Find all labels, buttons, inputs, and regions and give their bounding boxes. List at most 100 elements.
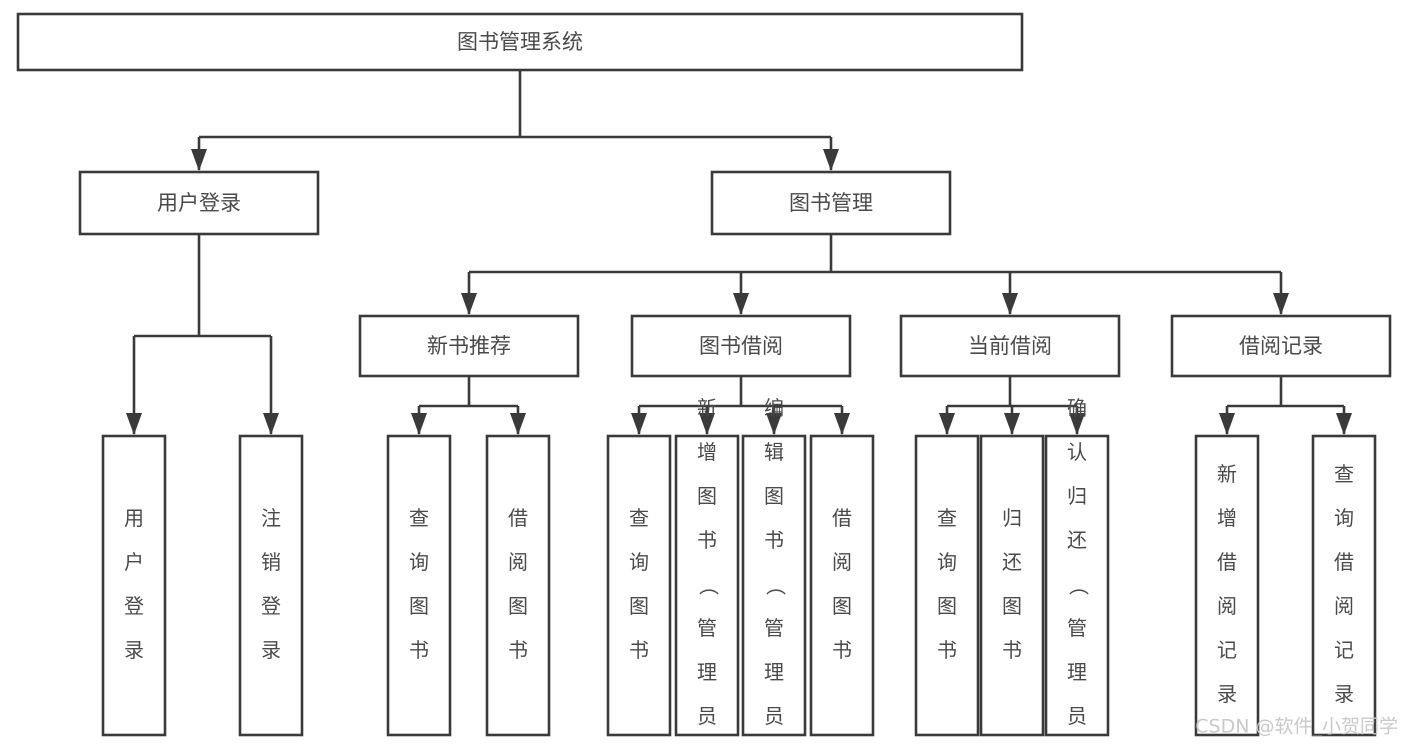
node-box-new-book-rec[interactable] — [358, 314, 580, 378]
node-label-char: 图 — [629, 594, 649, 618]
node-label-char: 查 — [409, 506, 429, 530]
node-label-char: 图 — [697, 484, 717, 508]
node-box-book-borrow[interactable] — [630, 314, 852, 378]
node-box-leaf-logout[interactable] — [238, 434, 304, 737]
node-label-char: 归 — [1002, 506, 1022, 530]
node-root[interactable]: 图书管理系统 — [16, 12, 1024, 72]
node-label-char: 确 — [1067, 396, 1087, 420]
connector-group — [1219, 376, 1352, 435]
node-label-char: 管 — [1067, 616, 1087, 640]
node-label-book-manage: 图书管理 — [789, 191, 873, 215]
node-label-char: 员 — [1067, 704, 1087, 728]
node-label-char: 书 — [629, 638, 649, 662]
node-label-borrow-record: 借阅记录 — [1239, 334, 1323, 358]
arrow-head-icon — [510, 413, 526, 435]
node-label-char: 新 — [697, 396, 717, 420]
node-new-book-rec[interactable]: 新书推荐 — [358, 314, 580, 378]
node-book-manage[interactable]: 图书管理 — [710, 170, 952, 236]
node-layer: 图书管理系统用户登录图书管理新书推荐图书借阅当前借阅借阅记录用户登录注销登录查询… — [16, 12, 1392, 747]
node-label-char: 询 — [937, 550, 957, 574]
node-label-root: 图书管理系统 — [457, 30, 583, 54]
node-leaf-user-login[interactable]: 用户登录 — [101, 434, 167, 737]
node-label-char: 员 — [697, 704, 717, 728]
node-box-leaf-query-record[interactable] — [1311, 434, 1377, 737]
node-label-char: 登 — [124, 594, 144, 618]
node-label-char: 查 — [937, 506, 957, 530]
node-box-leaf-return-book[interactable] — [979, 434, 1045, 737]
node-book-borrow[interactable]: 图书借阅 — [630, 314, 852, 378]
node-box-root[interactable] — [16, 12, 1024, 72]
node-label-char: （ — [764, 576, 788, 596]
node-label-char: 新 — [1217, 462, 1237, 486]
node-label-user-login: 用户登录 — [157, 191, 241, 215]
node-current-borrow[interactable]: 当前借阅 — [899, 314, 1121, 378]
node-box-borrow-record[interactable] — [1170, 314, 1392, 378]
node-box-leaf-edit-book[interactable] — [741, 434, 807, 737]
node-label-char: 询 — [409, 550, 429, 574]
node-label-char: 记 — [1217, 638, 1237, 662]
node-label-char: 录 — [1217, 682, 1237, 706]
node-label-char: 图 — [1002, 594, 1022, 618]
node-label-char: 书 — [1002, 638, 1022, 662]
arrow-head-icon — [823, 149, 839, 171]
node-label-char: 查 — [1334, 462, 1354, 486]
arrow-head-icon — [411, 413, 427, 435]
node-user-login[interactable]: 用户登录 — [78, 170, 320, 236]
node-label-current-borrow: 当前借阅 — [968, 334, 1052, 358]
node-box-leaf-query-book-3[interactable] — [914, 434, 980, 737]
node-label-char: 辑 — [764, 440, 784, 464]
arrow-head-icon — [1219, 413, 1235, 435]
node-box-leaf-add-book[interactable] — [674, 434, 740, 737]
node-box-leaf-query-book-2[interactable] — [606, 434, 672, 737]
node-borrow-record[interactable]: 借阅记录 — [1170, 314, 1392, 378]
node-label-char: 书 — [409, 638, 429, 662]
arrow-head-icon — [631, 413, 647, 435]
node-box-book-manage[interactable] — [710, 170, 952, 236]
node-label-char: 书 — [508, 638, 528, 662]
node-box-leaf-user-login[interactable] — [101, 434, 167, 737]
node-label-char: 图 — [832, 594, 852, 618]
node-label-char: 阅 — [1334, 594, 1354, 618]
node-label-char: 借 — [1217, 550, 1237, 574]
node-label-char: 理 — [1067, 660, 1087, 684]
node-label-char: 书 — [764, 528, 784, 552]
node-box-leaf-borrow-book-1[interactable] — [485, 434, 551, 737]
node-box-leaf-confirm-return[interactable] — [1044, 434, 1110, 737]
node-label-char: 增 — [1217, 506, 1237, 530]
node-box-user-login[interactable] — [78, 170, 320, 236]
node-label-char: 书 — [937, 638, 957, 662]
connector-group — [939, 376, 1085, 435]
node-box-current-borrow[interactable] — [899, 314, 1121, 378]
node-box-leaf-borrow-book-2[interactable] — [809, 434, 875, 737]
node-label-char: 图 — [409, 594, 429, 618]
node-label-char: 图 — [764, 484, 784, 508]
node-label-char: 销 — [261, 550, 281, 574]
node-label-char: 阅 — [508, 550, 528, 574]
node-label-char: 认 — [1067, 440, 1087, 464]
node-box-leaf-add-record[interactable] — [1194, 434, 1260, 737]
node-label-char: 记 — [1334, 638, 1354, 662]
arrow-head-icon — [1004, 413, 1020, 435]
arrow-head-icon — [1002, 293, 1018, 315]
node-label-book-borrow: 图书借阅 — [699, 334, 783, 358]
node-box-leaf-query-book-1[interactable] — [386, 434, 452, 737]
node-label-char: 借 — [1334, 550, 1354, 574]
arrow-head-icon — [766, 413, 782, 435]
node-label-char: 用 — [124, 506, 144, 530]
connector-group — [631, 376, 850, 435]
node-label-char: 归 — [1067, 484, 1087, 508]
watermark-layer: CSDN @软件_小贺同学 — [1195, 716, 1398, 738]
